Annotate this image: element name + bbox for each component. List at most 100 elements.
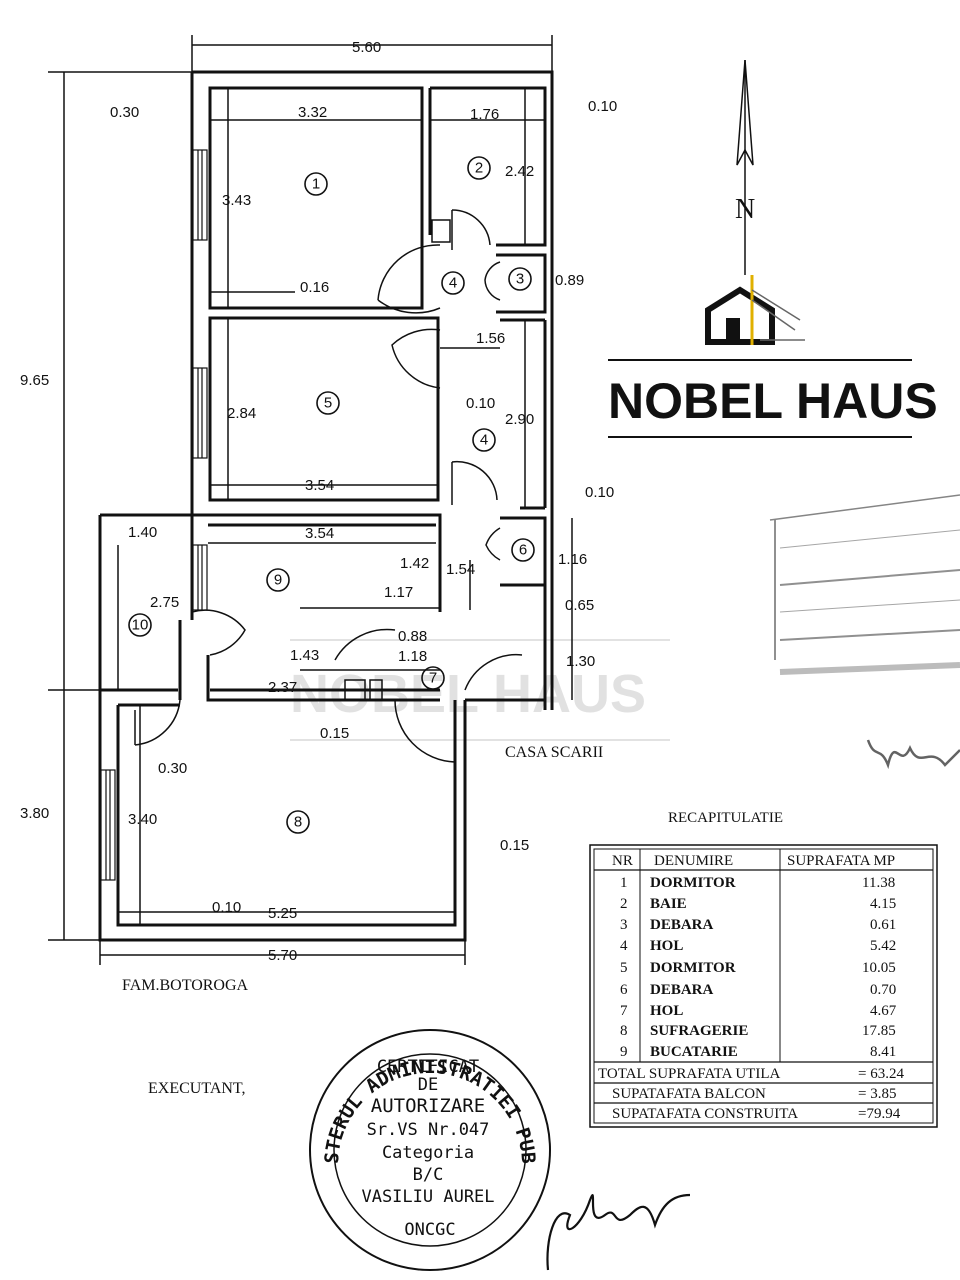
- dim-237: 2.37: [268, 679, 297, 696]
- total-label: TOTAL SUPRAFATA UTILA: [598, 1066, 780, 1082]
- room-number-3: 3: [516, 271, 524, 288]
- row-nr: 7: [620, 1003, 628, 1019]
- room-number-1: 1: [312, 176, 320, 193]
- row-area: 0.61: [870, 917, 896, 933]
- dim-015a: 0.15: [320, 725, 349, 742]
- stamp-line-7: VASILIU AUREL: [361, 1187, 494, 1207]
- row-name: DEBARA: [650, 982, 714, 998]
- north-arrow-icon: N: [735, 59, 755, 275]
- registration-stamp: [769, 494, 960, 770]
- table-title: RECAPITULATIE: [668, 810, 783, 826]
- brand-logo: NOBEL HAUS: [608, 275, 938, 438]
- dimension-lines: [48, 35, 573, 965]
- dim-130: 1.30: [566, 653, 595, 670]
- row-name: DEBARA: [650, 917, 714, 933]
- total-label: SUPATAFATA BALCON: [612, 1086, 766, 1102]
- dim-065: 0.65: [565, 597, 594, 614]
- stamp-bottom: ONCGC: [404, 1220, 455, 1240]
- executant-label: EXECUTANT,: [148, 1080, 246, 1097]
- table-row: 3 DEBARA 0.61: [620, 917, 896, 933]
- family-label: FAM.BOTOROGA: [122, 977, 249, 994]
- table-header-name: DENUMIRE: [654, 853, 733, 869]
- recapitulation-table: RECAPITULATIE NR DENUMIRE SUPRAFATA MP 1…: [589, 810, 938, 1128]
- room-number-10: 10: [132, 617, 149, 634]
- row-area: 4.15: [870, 896, 896, 912]
- table-total-row: TOTAL SUPRAFATA UTILA = 63.24: [598, 1066, 904, 1082]
- watermark: NOBEL HAUS: [290, 639, 670, 741]
- dim-wall-left: 0.30: [110, 104, 139, 121]
- row-nr: 3: [620, 917, 628, 933]
- stairs-label: CASA SCARII: [505, 744, 603, 761]
- windows: [100, 149, 208, 881]
- room-number-2: 2: [475, 160, 483, 177]
- dim-010b: 0.10: [212, 899, 241, 916]
- room-number-6: 6: [519, 542, 527, 559]
- dim-143: 1.43: [290, 647, 319, 664]
- watermark-text: NOBEL HAUS: [290, 664, 646, 724]
- total-value: =79.94: [858, 1106, 901, 1122]
- dim-r2-width: 1.76: [470, 106, 499, 123]
- row-nr: 4: [620, 938, 628, 954]
- row-area: 5.42: [870, 938, 896, 954]
- dim-total-height: 9.65: [20, 372, 49, 389]
- dim-r2-height: 2.42: [505, 163, 534, 180]
- row-area: 8.41: [870, 1044, 896, 1060]
- stamp-line-4: Sr.VS Nr.047: [367, 1120, 490, 1140]
- dim-wall-mid-010: 0.10: [466, 395, 495, 412]
- room-number-4a: 4: [449, 275, 457, 292]
- table-row: 7 HOL 4.67: [620, 1003, 897, 1019]
- doors: [134, 209, 523, 763]
- brand-name: NOBEL HAUS: [608, 373, 938, 429]
- table-row: 4 HOL 5.42: [620, 938, 896, 954]
- dim-142: 1.42: [400, 555, 429, 572]
- room-number-9: 9: [274, 572, 282, 589]
- table-row: 8 SUFRAGERIE 17.85: [620, 1023, 896, 1039]
- row-name: SUFRAGERIE: [650, 1023, 748, 1039]
- row-nr: 1: [620, 875, 628, 891]
- total-label: SUPATAFATA CONSTRUITA: [612, 1106, 798, 1122]
- dim-wall-right-010: 0.10: [585, 484, 614, 501]
- dimension-labels: 5.60 0.30 3.32 1.76 0.10 2.42 3.43 0.89 …: [20, 39, 617, 964]
- stamp-line-3: AUTORIZARE: [371, 1095, 485, 1117]
- table-header-nr: NR: [612, 853, 633, 869]
- row-name: BUCATARIE: [650, 1044, 738, 1060]
- dim-015b: 0.15: [500, 837, 529, 854]
- dim-525: 5.25: [268, 905, 297, 922]
- authorization-stamp: MINISTERUL ADMINISTRATIEI PUBLICE ONCGC …: [0, 0, 551, 1271]
- dim-030: 0.30: [158, 760, 187, 777]
- table-total-row: SUPATAFATA CONSTRUITA =79.94: [612, 1106, 901, 1122]
- north-label: N: [735, 194, 755, 225]
- signature: [546, 1193, 691, 1271]
- total-value: = 3.85: [858, 1086, 896, 1102]
- dim-r5-height: 2.84: [227, 405, 256, 422]
- dim-117: 1.17: [384, 584, 413, 601]
- table-row: 6 DEBARA 0.70: [620, 982, 896, 998]
- total-value: = 63.24: [858, 1066, 904, 1082]
- dim-top-width: 5.60: [352, 39, 381, 56]
- table-row: 5 DORMITOR 10.05: [620, 960, 896, 976]
- dim-r3-height: 0.89: [555, 272, 584, 289]
- dim-088: 0.88: [398, 628, 427, 645]
- room-number-8: 8: [294, 814, 302, 831]
- row-name: DORMITOR: [650, 875, 736, 891]
- row-nr: 6: [620, 982, 628, 998]
- dim-r1-height: 3.43: [222, 192, 251, 209]
- dim-340: 3.40: [128, 811, 157, 828]
- dim-wall-right-top: 0.10: [588, 98, 617, 115]
- table-row: 1 DORMITOR 11.38: [620, 875, 895, 891]
- row-name: HOL: [650, 938, 683, 954]
- row-nr: 2: [620, 896, 628, 912]
- dim-hall-height: 2.90: [505, 411, 534, 428]
- svg-text:MINISTERUL ADMINISTRATIEI PUBL: MINISTERUL ADMINISTRATIEI PUBLICE: [0, 0, 539, 1164]
- dim-r9-width: 3.54: [305, 525, 334, 542]
- room-number-5: 5: [324, 395, 332, 412]
- stamp-line-2: DE: [418, 1075, 438, 1095]
- row-area: 10.05: [862, 960, 896, 976]
- row-name: DORMITOR: [650, 960, 736, 976]
- row-name: HOL: [650, 1003, 683, 1019]
- dim-380: 3.80: [20, 805, 49, 822]
- walls: [98, 70, 554, 942]
- dim-116: 1.16: [558, 551, 587, 568]
- row-area: 17.85: [862, 1023, 896, 1039]
